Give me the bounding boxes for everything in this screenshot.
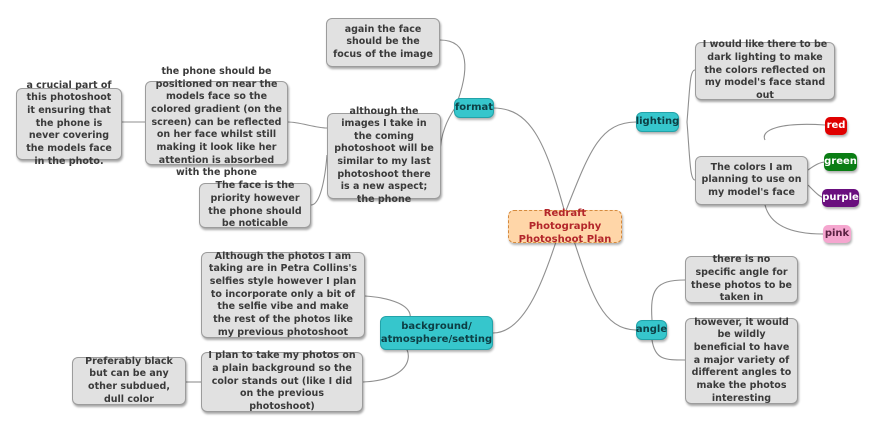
topic-format[interactable]: format [454, 98, 494, 118]
angle-note-no-specific[interactable]: there is no specific angle for these pho… [685, 254, 798, 303]
central-topic[interactable]: Redraft Photography Photoshoot Plan [508, 208, 622, 245]
lighting-note-dark-lighting[interactable]: I would like there to be dark lighting t… [695, 39, 835, 101]
color-swatch-red[interactable]: red [825, 117, 847, 135]
color-swatch-purple[interactable]: purple [822, 189, 859, 207]
background-note-plain-background[interactable]: I plan to take my photos on a plain back… [201, 350, 363, 412]
format-note-face-focus[interactable]: again the face should be the focus of th… [326, 18, 440, 67]
color-swatch-green[interactable]: green [824, 153, 857, 171]
color-swatch-pink[interactable]: pink [823, 225, 851, 243]
format-note-phone-position[interactable]: the phone should be positioned on near t… [145, 66, 288, 178]
format-note-face-priority[interactable]: The face is the priority however the pho… [199, 180, 311, 229]
background-note-selfie-style[interactable]: Although the photos I am taking are in P… [201, 251, 365, 338]
topic-angle[interactable]: angle [636, 320, 667, 340]
topic-background[interactable]: background/ atmosphere/setting [380, 316, 493, 350]
format-note-phone-aspect[interactable]: although the images I take in the coming… [327, 106, 441, 205]
background-note-preferred-color[interactable]: Preferably black but can be any other su… [72, 356, 186, 405]
format-note-phone-not-covering[interactable]: a crucial part of this photoshoot it ens… [16, 80, 122, 167]
lighting-note-colors[interactable]: The colors I am planning to use on my mo… [695, 156, 808, 205]
angle-note-variety[interactable]: however, it would be wildly beneficial t… [685, 317, 798, 404]
topic-lighting[interactable]: lighting [636, 112, 679, 132]
